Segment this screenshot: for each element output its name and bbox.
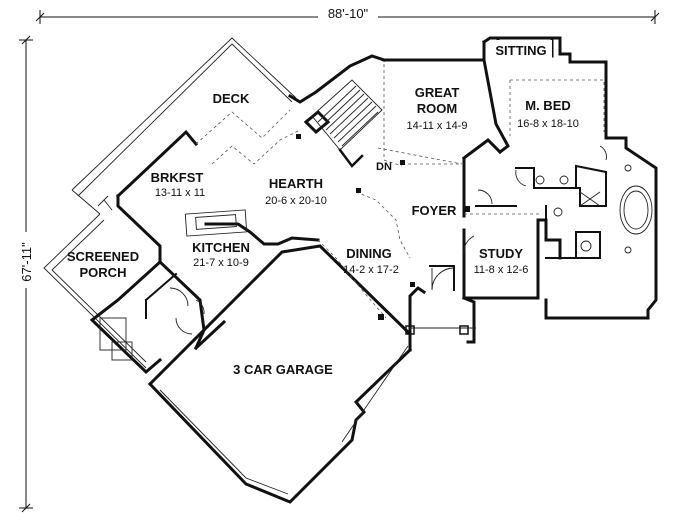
door-swings — [169, 145, 607, 335]
screened-porch-label-line2: PORCH — [80, 265, 127, 280]
exterior-walls — [89, 36, 658, 504]
staircase — [311, 79, 383, 168]
sitting-label: SITTING — [495, 43, 546, 58]
great-room-label-line2: ROOM — [417, 101, 457, 116]
great-room-label-line1: GREAT — [415, 85, 460, 100]
kitchen-label: KITCHEN — [192, 240, 250, 255]
hearth-size: 20-6 x 20-10 — [265, 195, 327, 207]
garage-label: 3 CAR GARAGE — [233, 362, 333, 377]
foyer-label: FOYER — [412, 203, 457, 218]
study-label: STUDY — [479, 246, 523, 261]
deck-label: DECK — [213, 91, 250, 106]
interior-lines — [99, 64, 653, 495]
deck-outline — [71, 37, 297, 215]
dining-label: DINING — [346, 246, 392, 261]
kitchen-size: 21-7 x 10-9 — [193, 257, 249, 269]
master-bed-size: 16-8 x 18-10 — [517, 118, 579, 130]
hearth-label: HEARTH — [269, 176, 323, 191]
dining-size: 14-2 x 17-2 — [343, 264, 399, 276]
screened-porch-label-line1: SCREENED — [67, 249, 139, 264]
great-room-size: 14-11 x 14-9 — [407, 120, 468, 132]
entry-porch — [296, 134, 476, 335]
stair-down-label: DN — [376, 161, 392, 173]
master-bed-label: M. BED — [525, 98, 571, 113]
screened-porch-outline — [43, 195, 147, 369]
breakfast-size: 13-11 x 11 — [155, 187, 205, 199]
depth-dimension: 67'-11" — [19, 242, 34, 282]
width-dimension: 88'-10" — [328, 6, 369, 21]
study-size: 11-8 x 12-6 — [474, 264, 529, 276]
breakfast-label: BRKFST — [151, 170, 204, 185]
